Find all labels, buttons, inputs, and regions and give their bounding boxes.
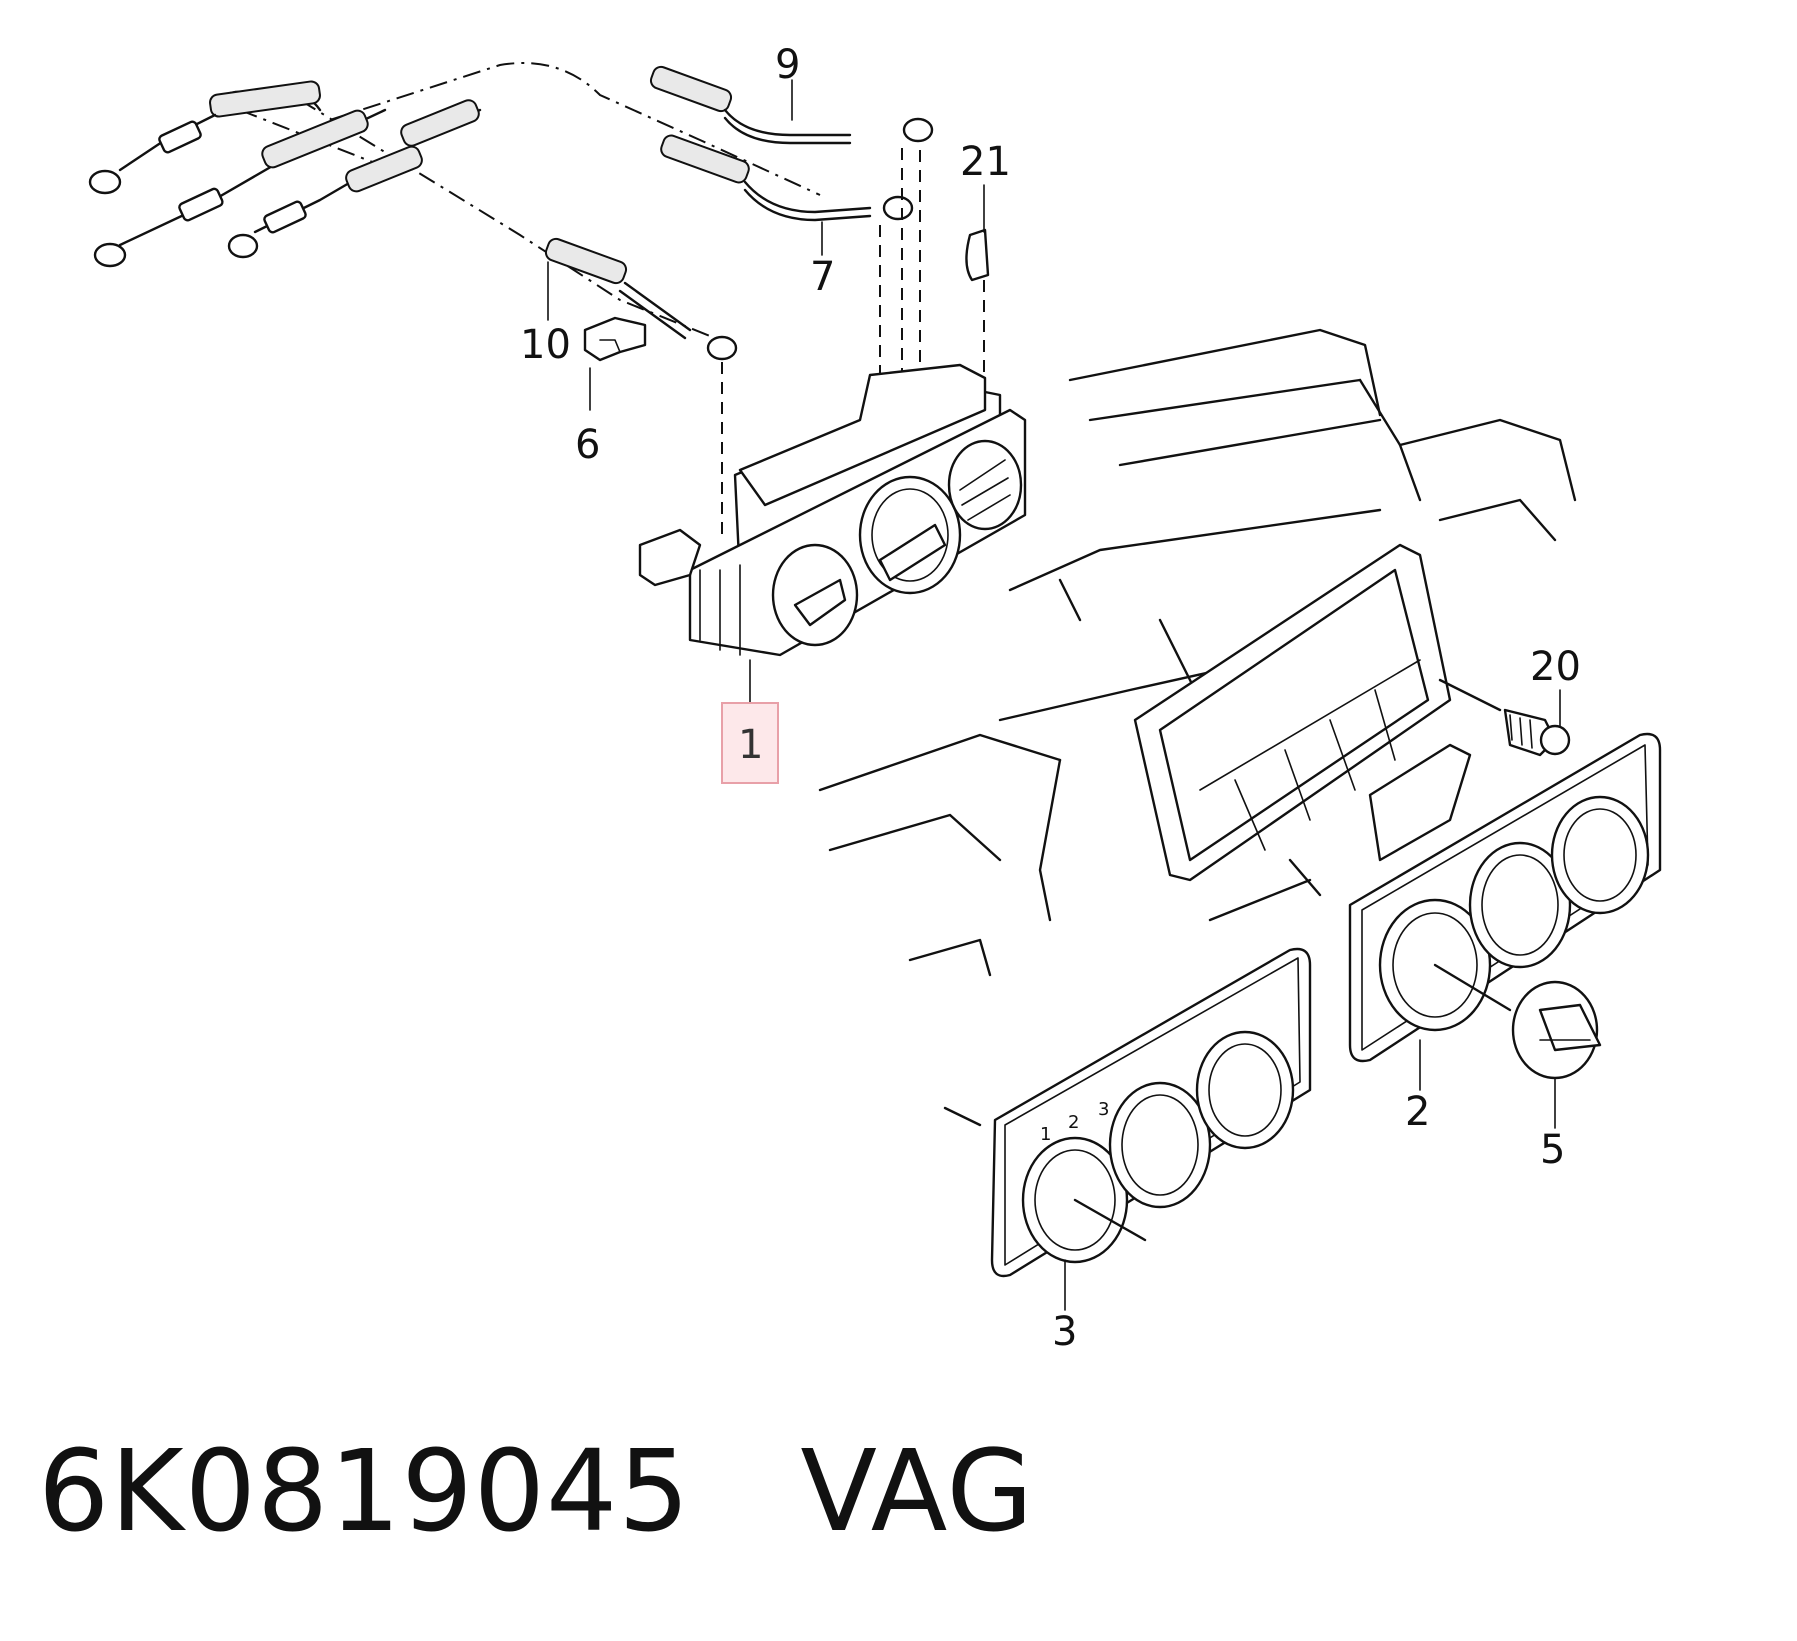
screw-part-20 [1438,678,1571,757]
leader-lines [547,79,1561,1311]
callout-7: 7 [810,254,835,300]
callout-labels: 9 21 7 10 6 1 20 2 5 3 [520,42,1581,1355]
brand-name: VAG [800,1427,1035,1557]
callout-6: 6 [575,422,600,468]
callout-1-highlight [721,702,779,784]
scale-mark-3: 3 [1098,1099,1109,1120]
trim-panel-part-2 [1348,732,1662,1063]
scale-mark-2: 2 [1068,1112,1079,1133]
climate-control-unit [638,363,1027,657]
callout-1: 1 [738,722,763,768]
cable-group [88,62,985,540]
callout-5: 5 [1540,1127,1565,1173]
clip-part-6 [583,316,647,362]
trim-panel-part-3: 1 2 3 [943,947,1312,1278]
part-caption: 6K0819045 VAG [38,1436,1034,1548]
callout-20: 20 [1530,644,1581,690]
knob-part-5 [1511,980,1602,1080]
callout-10: 10 [520,322,571,368]
callout-9: 9 [775,42,800,88]
scale-mark-1: 1 [1040,1124,1051,1145]
callout-21: 21 [960,139,1011,185]
clip-part-21 [965,228,990,282]
callout-2: 2 [1405,1089,1430,1135]
part-number: 6K0819045 [38,1427,691,1557]
callout-3: 3 [1052,1309,1077,1355]
dashboard-outline [818,328,1577,977]
